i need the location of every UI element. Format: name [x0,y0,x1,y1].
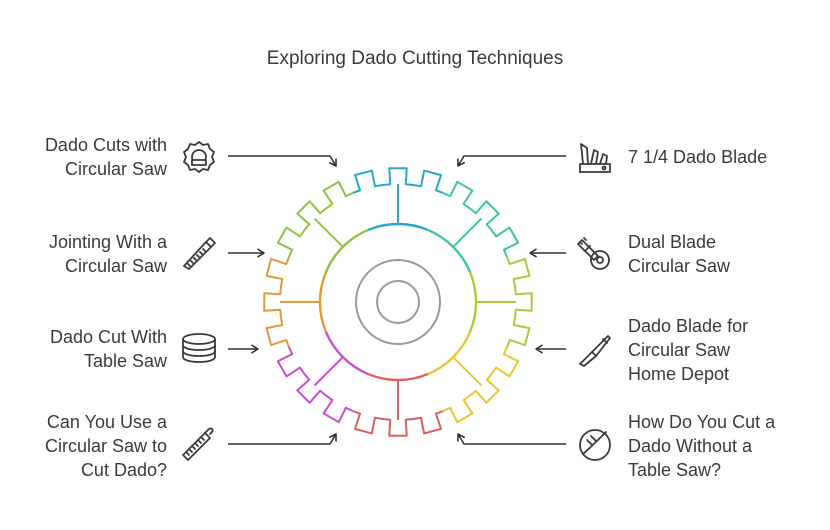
multi-tool-knife-icon [576,138,614,176]
arrow-7-1-4-dado-blade [457,155,566,167]
arrow-dado-cut-with-table-saw-head [251,344,259,354]
arrow-jointing-with-circular-saw-head [257,248,265,258]
cutting-disc-icon [576,424,614,462]
hand-saw-icon [180,234,218,272]
gear-hub-arc [318,271,328,333]
label-can-you-use-circular-saw: Can You Use a Circular Saw to Cut Dado? [44,412,167,480]
arrow-can-you-use-circular-saw [228,433,337,445]
gear-spoke [452,217,483,248]
gear-center-inner-ring [376,280,420,324]
gear-segment-teeth [506,256,533,348]
dual-blade-saw-icon [576,234,614,272]
gear-segment-teeth [442,180,520,258]
arrow-dado-cuts-with-circular-saw [228,155,337,167]
label-7-1-4-dado-blade: 7 1/4 Dado Blade [628,147,768,167]
label-dado-cut-with-table-saw: Dado Cut With Table Saw [49,327,167,371]
arrow-cut-dado-without-table-saw [457,433,566,445]
gear-hub-arc [367,222,429,232]
gear-segment-teeth [352,410,444,437]
gear-spoke [313,356,344,387]
gear-center-outer-ring [355,259,441,345]
arrow-can-you-use-circular-saw-head [328,433,337,442]
gear-segment-teeth [276,180,354,258]
gear-hub-arc [324,331,369,376]
gear-segment-teeth [276,346,354,424]
stacked-discs-icon [180,330,218,368]
gear-hub-arc [367,372,429,382]
gear-spoke [313,217,344,248]
arrow-dado-blade-home-depot-head [535,344,543,354]
utility-knife-icon [576,330,614,368]
label-dado-cuts-with-circular-saw: Dado Cuts with Circular Saw [44,135,167,179]
circular-saw-blade-icon [180,138,218,176]
gear-spoke [452,356,483,387]
arrow-7-1-4-dado-blade-head [457,158,466,167]
gear-hub-arc [468,271,478,333]
arrow-cut-dado-without-table-saw-head [457,433,466,442]
saw-icon [180,424,218,462]
gear-segment-teeth [263,256,290,348]
gear-hub-arc [324,228,369,273]
label-dado-blade-home-depot: Dado Blade for Circular Saw Home Depot [628,316,749,384]
label-dual-blade-circular-saw: Dual Blade Circular Saw [628,232,731,276]
diagram-title: Exploring Dado Cutting Techniques [266,48,564,69]
gear-segment-teeth [442,346,520,424]
arrow-dual-blade-circular-saw-head [529,248,537,258]
arrow-dado-cuts-with-circular-saw-head [328,158,337,167]
gear-hub-arc [427,331,472,376]
label-cut-dado-without-table-saw: How Do You Cut a Dado Without a Table Sa… [628,412,776,480]
gear-hub-arc [427,228,472,273]
label-jointing-with-circular-saw: Jointing With a Circular Saw [48,232,167,276]
gear-segment-teeth [352,167,444,194]
